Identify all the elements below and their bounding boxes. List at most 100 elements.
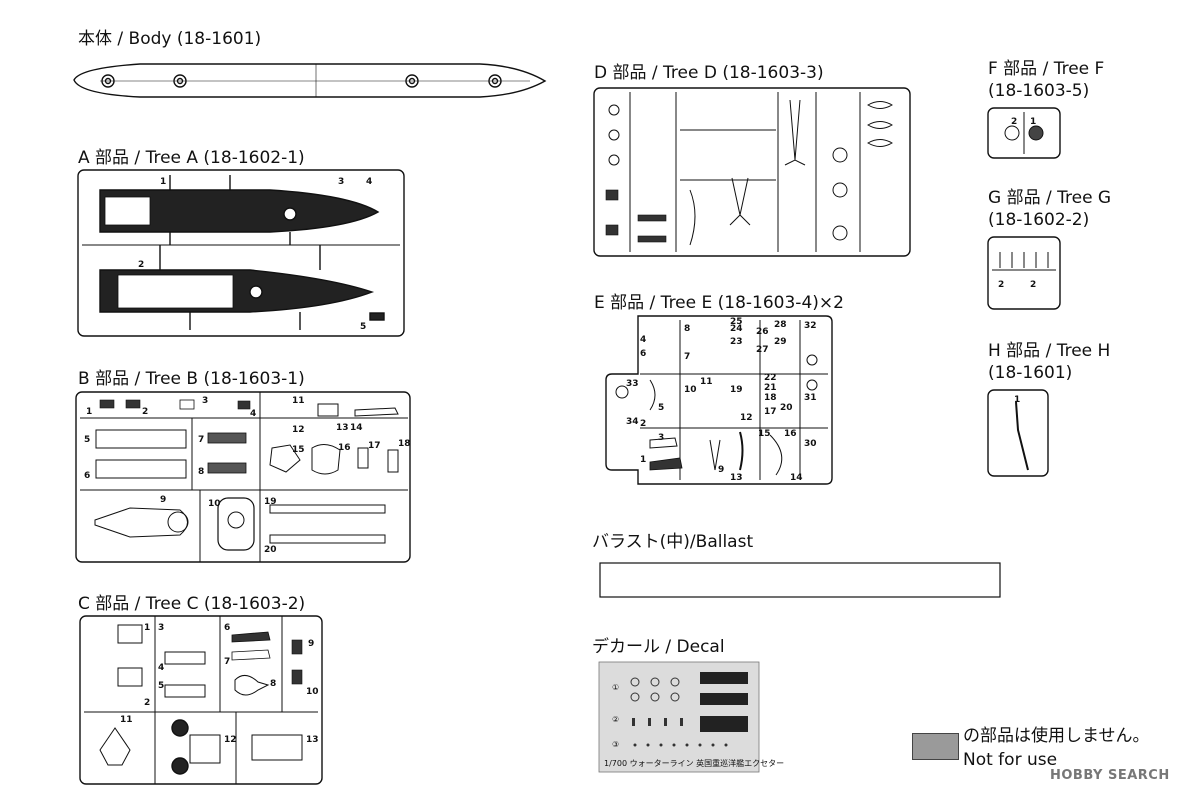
tree-c-numbers: 1 2 3 4 5 6 7 8 9 10 11 12 13 (120, 623, 319, 745)
c-num-8: 8 (270, 679, 276, 689)
legend-text-en: Not for use (963, 750, 1058, 770)
b-num-14: 14 (350, 423, 363, 433)
e-num-30: 30 (804, 439, 817, 449)
tree-h-numbers: 1 (1014, 395, 1020, 405)
tree-h-label-line2: (18-1601) (988, 363, 1073, 383)
decal-row-1: ① (612, 683, 619, 692)
g-num-2b: 2 (1030, 280, 1036, 290)
e-num-8: 8 (684, 324, 690, 334)
tree-h-label-line1: H 部品 / Tree H (988, 341, 1111, 361)
g-num-2a: 2 (998, 280, 1004, 290)
c-num-13: 13 (306, 735, 319, 745)
h-num-1: 1 (1014, 395, 1020, 405)
tree-e (605, 315, 833, 485)
tree-a-numbers: 1 2 3 4 5 (138, 177, 372, 332)
e-num-12: 12 (740, 413, 753, 423)
e-num-21: 21 (764, 383, 777, 393)
c-num-9: 9 (308, 639, 314, 649)
decal-sheet: ① ② ③ 1/700 ウォーターライン 英国重巡洋艦エクセター (598, 661, 784, 773)
not-for-use-swatch (912, 733, 959, 760)
b-num-19: 19 (264, 497, 277, 507)
tree-b-label: B 部品 / Tree B (18-1603-1) (78, 369, 305, 389)
a-num-4: 4 (366, 177, 372, 187)
ballast-bar (599, 562, 1001, 598)
e-num-17: 17 (764, 407, 777, 417)
b-num-5: 5 (84, 435, 90, 445)
tree-d (593, 87, 911, 257)
tree-h-label: H 部品 / Tree H (18-1601) (988, 340, 1110, 384)
b-num-9: 9 (160, 495, 166, 505)
c-num-5: 5 (158, 681, 164, 691)
c-num-12: 12 (224, 735, 237, 745)
hull-body (73, 63, 547, 98)
tree-f-label-line1: F 部品 / Tree F (988, 59, 1105, 79)
tree-a (77, 169, 405, 337)
c-num-3: 3 (158, 623, 164, 633)
b-num-11: 11 (292, 396, 305, 406)
tree-c (79, 615, 323, 785)
tree-g-numbers: 2 2 (998, 280, 1036, 290)
e-num-15: 15 (758, 429, 771, 439)
e-num-28: 28 (774, 320, 787, 330)
e-num-18: 18 (764, 393, 777, 403)
e-num-22: 22 (764, 373, 777, 383)
e-num-29: 29 (774, 337, 787, 347)
e-num-5: 5 (658, 403, 664, 413)
e-num-2: 2 (640, 419, 646, 429)
e-num-10: 10 (684, 385, 697, 395)
tree-b-numbers: 1 2 3 4 5 6 7 8 9 10 11 12 13 14 15 16 1… (84, 396, 411, 555)
e-num-16: 16 (784, 429, 797, 439)
a-num-2: 2 (138, 260, 144, 270)
e-num-31: 31 (804, 393, 817, 403)
body-label: 本体 / Body (18-1601) (78, 29, 262, 49)
e-num-11: 11 (700, 377, 713, 387)
a-num-3: 3 (338, 177, 344, 187)
e-num-6: 6 (640, 349, 646, 359)
c-num-4: 4 (158, 663, 164, 673)
e-num-26: 26 (756, 327, 769, 337)
tree-f-label-line2: (18-1603-5) (988, 81, 1090, 101)
tree-f (987, 107, 1061, 159)
b-num-13: 13 (336, 423, 349, 433)
b-num-17: 17 (368, 441, 381, 451)
e-num-9: 9 (718, 465, 724, 475)
tree-g-label: G 部品 / Tree G (18-1602-2) (988, 187, 1111, 231)
b-num-4: 4 (250, 409, 256, 419)
tree-d-label: D 部品 / Tree D (18-1603-3) (594, 63, 824, 83)
b-num-7: 7 (198, 435, 204, 445)
e-num-19: 19 (730, 385, 743, 395)
tree-e-label: E 部品 / Tree E (18-1603-4)×2 (594, 293, 844, 313)
f-num-2: 2 (1011, 117, 1017, 127)
b-num-8: 8 (198, 467, 204, 477)
decal-row-3: ③ (612, 740, 619, 749)
b-num-3: 3 (202, 396, 208, 406)
tree-f-numbers: 2 1 (1011, 117, 1036, 127)
e-num-34: 34 (626, 417, 639, 427)
a-num-1: 1 (160, 177, 166, 187)
ballast-label: バラスト(中)/Ballast (592, 532, 754, 552)
e-num-23: 23 (730, 337, 743, 347)
f-num-1: 1 (1030, 117, 1036, 127)
b-num-10: 10 (208, 499, 221, 509)
tree-a-label: A 部品 / Tree A (18-1602-1) (78, 148, 305, 168)
e-num-32: 32 (804, 321, 817, 331)
a-num-5: 5 (360, 322, 366, 332)
e-num-7: 7 (684, 352, 690, 362)
b-num-18: 18 (398, 439, 411, 449)
b-num-20: 20 (264, 545, 277, 555)
e-num-13: 13 (730, 473, 743, 483)
c-num-1: 1 (144, 623, 150, 633)
e-num-1: 1 (640, 455, 646, 465)
c-num-6: 6 (224, 623, 230, 633)
watermark: HOBBY SEARCH (1050, 768, 1170, 783)
c-num-2: 2 (144, 698, 150, 708)
c-num-11: 11 (120, 715, 133, 725)
e-num-14: 14 (790, 473, 803, 483)
e-num-3: 3 (658, 433, 664, 443)
e-num-24: 24 (730, 324, 743, 334)
tree-g-label-line1: G 部品 / Tree G (988, 188, 1112, 208)
b-num-16: 16 (338, 443, 351, 453)
decal-caption: 1/700 ウォーターライン 英国重巡洋艦エクセター (604, 758, 784, 768)
tree-f-label: F 部品 / Tree F (18-1603-5) (988, 58, 1104, 102)
